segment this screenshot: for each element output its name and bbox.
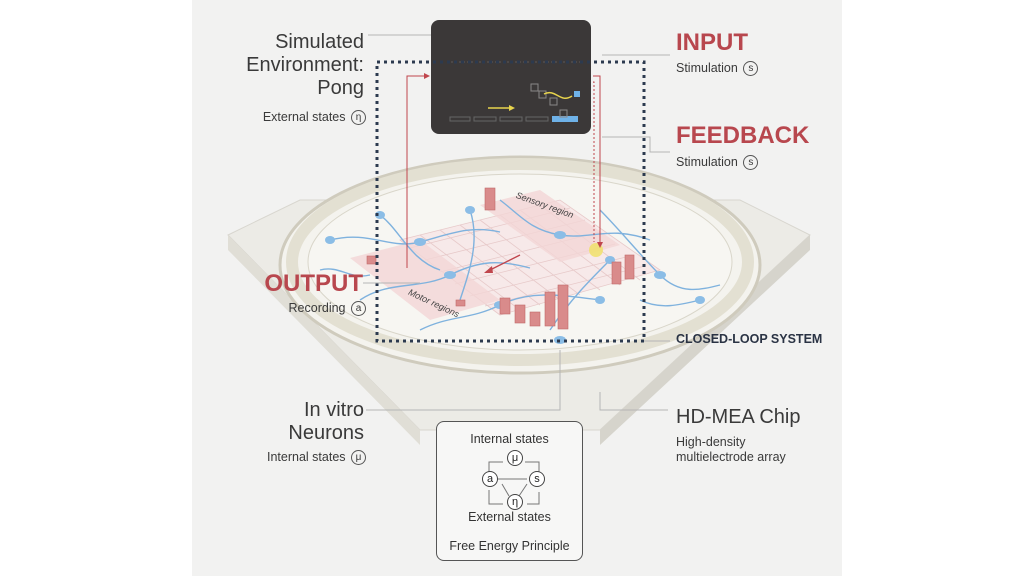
environment-title-line-1: Simulated bbox=[275, 31, 364, 53]
neurons-title-line-2: Neurons bbox=[288, 422, 364, 444]
s-symbol: s bbox=[743, 61, 759, 77]
input-signal-line bbox=[593, 75, 601, 245]
neurons-label: In vitro Neurons bbox=[288, 399, 364, 445]
neurons-subtitle: Internal states μ bbox=[267, 450, 366, 466]
fep-node-internal: μ bbox=[507, 450, 523, 466]
neurons-title-line-1: In vitro bbox=[303, 399, 364, 421]
paddle-motion-arrow-head bbox=[509, 105, 515, 111]
ball-trajectory bbox=[543, 91, 573, 99]
closed-loop-boundary bbox=[375, 60, 646, 343]
sensory-region bbox=[480, 190, 620, 262]
output-subtitle-text: Recording bbox=[288, 301, 346, 315]
feedback-signal-line bbox=[593, 81, 595, 242]
chip-description-line-1: High-density bbox=[676, 435, 746, 449]
pong-ball bbox=[574, 91, 580, 97]
environment-subtitle: External states η bbox=[262, 110, 366, 126]
environment-title-line-3: Pong bbox=[317, 77, 364, 99]
feedback-subtitle: Stimulation s bbox=[676, 155, 759, 171]
s-symbol: s bbox=[743, 155, 759, 171]
fep-internal-states-label: Internal states bbox=[470, 432, 549, 446]
environment-subtitle-text: External states bbox=[262, 110, 346, 124]
fep-node-sensory: s bbox=[529, 471, 545, 487]
chip-base-front-right bbox=[600, 235, 810, 445]
petri-dish-wall bbox=[286, 158, 754, 366]
a-symbol: a bbox=[351, 301, 366, 317]
eta-symbol: η bbox=[351, 110, 366, 126]
fep-external-states-label: External states bbox=[468, 510, 551, 524]
fep-footer: Free Energy Principle bbox=[449, 539, 570, 553]
fep-node-action: a bbox=[482, 471, 498, 487]
motor-arrow-head bbox=[484, 266, 493, 273]
leader-lines bbox=[363, 34, 670, 411]
pong-ghost-balls bbox=[530, 83, 568, 118]
closed-loop-label: CLOSED-LOOP SYSTEM bbox=[676, 332, 823, 346]
pong-paddle bbox=[552, 116, 578, 122]
neurons-subtitle-text: Internal states bbox=[267, 450, 346, 464]
environment-label: Simulated Environment: Pong bbox=[246, 31, 364, 100]
output-signal-line bbox=[406, 75, 428, 268]
input-signal-arrow bbox=[597, 242, 603, 248]
chip-base-front bbox=[228, 235, 420, 445]
feedback-title: FEEDBACK bbox=[676, 122, 810, 149]
fep-node-external: η bbox=[507, 494, 523, 510]
chip-description: High-density multielectrode array bbox=[676, 435, 786, 465]
chip-description-line-2: multielectrode array bbox=[676, 450, 786, 464]
environment-title-line-2: Environment: bbox=[246, 54, 364, 76]
feedback-subtitle-text: Stimulation bbox=[676, 155, 738, 169]
activity-bars bbox=[366, 187, 635, 330]
chip-title: HD-MEA Chip bbox=[676, 406, 801, 428]
free-energy-principle-box: Internal states μ a s η External states … bbox=[436, 421, 583, 561]
input-subtitle-text: Stimulation bbox=[676, 61, 738, 75]
mu-symbol: μ bbox=[351, 450, 366, 466]
pong-paddle-row bbox=[449, 116, 549, 122]
output-signal-arrow bbox=[424, 73, 430, 79]
output-title: OUTPUT bbox=[264, 270, 363, 297]
output-subtitle: Recording a bbox=[288, 301, 366, 317]
input-subtitle: Stimulation s bbox=[676, 61, 759, 77]
input-title: INPUT bbox=[676, 29, 748, 56]
